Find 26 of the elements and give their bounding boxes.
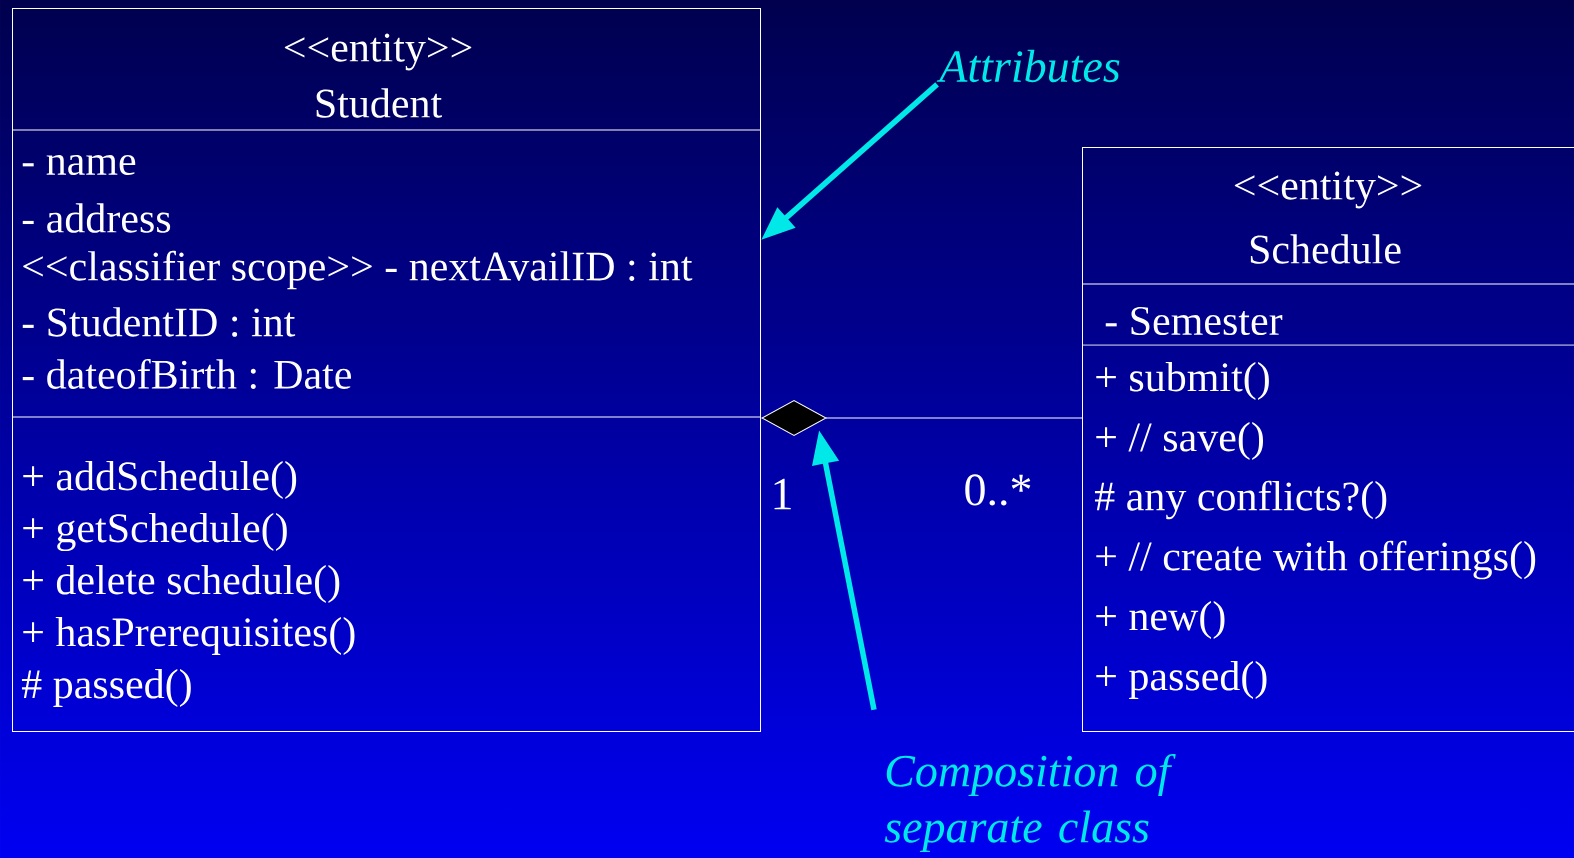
class-member: + submit() — [1096, 361, 1269, 401]
class-member: - Semester — [1105, 306, 1283, 336]
class-member: # any conflicts?() — [1094, 480, 1387, 520]
class-member: + // create with offerings() — [1096, 540, 1536, 580]
class-member: + hasPrerequisites() — [23, 616, 355, 656]
class-member: + addSchedule() — [23, 460, 297, 500]
class-member: + // save() — [1096, 421, 1263, 461]
class-name: Student — [316, 88, 442, 118]
multiplicity-label: 1 — [774, 478, 791, 510]
class-member: - StudentID : int — [22, 307, 296, 337]
class-member: + getSchedule() — [23, 512, 287, 552]
class-member: # passed() — [21, 668, 191, 708]
class-member: - name — [22, 154, 136, 176]
class-member: - address — [22, 203, 171, 233]
composition-line — [761, 400, 1083, 436]
callout-text: Attributes — [936, 49, 1120, 83]
class-member: + delete schedule() — [23, 564, 340, 604]
class-name: <<entity>> — [284, 33, 472, 71]
callout-text: Composition of separate class — [884, 753, 1176, 853]
class-member: <<classifier scope>> - nextAvailID : int — [23, 250, 693, 290]
class-member: - dateofBirth : Date — [22, 358, 351, 390]
class-member: + passed() — [1096, 660, 1267, 700]
multiplicity-label: 0..* — [965, 474, 1031, 506]
class-name: <<entity>> — [1234, 171, 1422, 209]
class-name: Schedule — [1250, 234, 1401, 264]
class-member: + new() — [1096, 600, 1225, 640]
